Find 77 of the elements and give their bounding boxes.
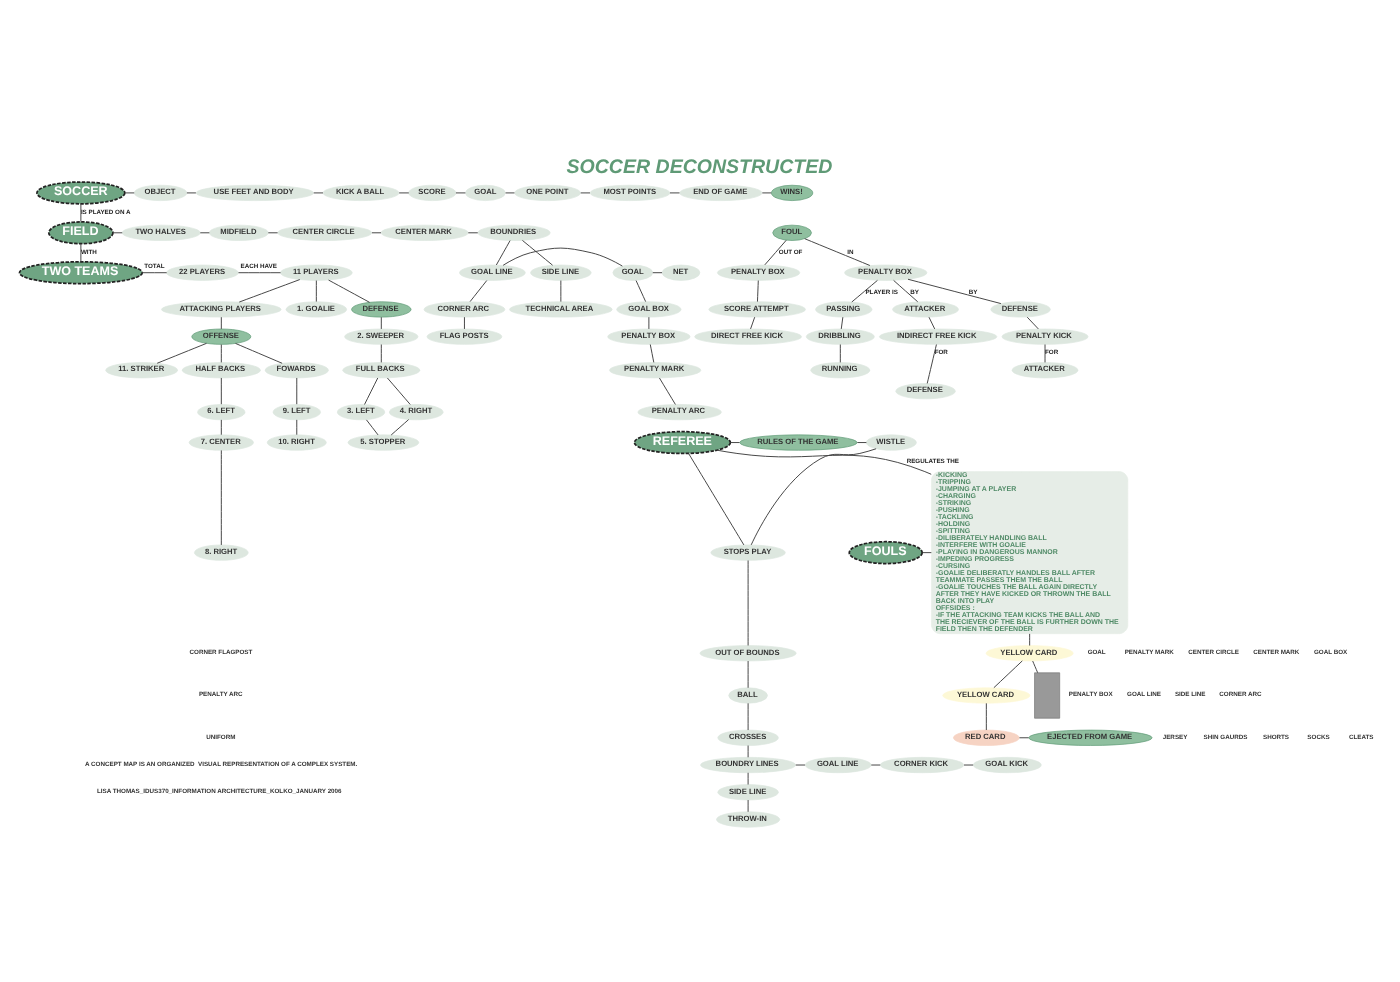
- connector: [386, 377, 411, 405]
- connector: [747, 560, 749, 646]
- connector: [804, 238, 871, 266]
- connector: [238, 272, 281, 274]
- connector: [235, 342, 283, 364]
- connector: [390, 419, 410, 436]
- connector: [463, 316, 465, 330]
- connector: [124, 192, 135, 194]
- connector: [220, 316, 222, 330]
- connector: [1019, 737, 1030, 739]
- connector: [267, 232, 279, 234]
- connector: [750, 448, 877, 546]
- connector: [186, 192, 197, 194]
- connector: [658, 377, 676, 405]
- connector: [141, 272, 168, 274]
- connector: [220, 419, 222, 436]
- connector: [455, 192, 466, 194]
- connector: [380, 344, 382, 363]
- connector: [469, 280, 488, 303]
- connector: [747, 745, 749, 758]
- connector: [313, 192, 324, 194]
- connector: [648, 316, 650, 330]
- connector: [652, 272, 663, 274]
- node-person: [1034, 672, 1061, 719]
- connector: [467, 232, 479, 234]
- connector: [756, 280, 759, 303]
- connector: [747, 772, 749, 785]
- connector: [560, 280, 562, 303]
- connector: [761, 192, 772, 194]
- connector: [747, 799, 749, 813]
- connector: [521, 239, 554, 266]
- connector: [635, 280, 647, 303]
- connector: [669, 192, 680, 194]
- connector: [296, 419, 298, 436]
- connector: [315, 280, 317, 303]
- connector: [80, 203, 82, 223]
- connector: [747, 702, 749, 731]
- connector: [365, 419, 379, 436]
- connector: [750, 316, 756, 330]
- connector: [495, 240, 511, 266]
- connector: [928, 316, 936, 330]
- connector: [851, 279, 878, 303]
- connector: [220, 377, 222, 405]
- connector: [220, 344, 222, 363]
- connector: [907, 278, 1002, 305]
- connector: [993, 660, 1023, 689]
- connector: [840, 316, 844, 330]
- connector: [398, 192, 410, 194]
- connector: [580, 192, 591, 194]
- connector: [296, 377, 298, 405]
- connector: [328, 279, 371, 303]
- connector: [502, 247, 623, 267]
- connector: [220, 449, 222, 546]
- connector: [112, 232, 123, 234]
- connector: [380, 316, 382, 330]
- connector: [649, 344, 655, 363]
- connector: [1026, 316, 1039, 330]
- connector: [371, 232, 382, 234]
- connector: [839, 344, 841, 363]
- connector: [238, 279, 301, 303]
- connector: [926, 344, 937, 384]
- diagram-title: SOCCER DECONSTRUCTED: [566, 156, 833, 179]
- connector: [364, 377, 379, 405]
- connector: [1029, 633, 1031, 647]
- connector: [893, 279, 919, 303]
- connector: [1032, 660, 1039, 674]
- connector: [764, 239, 787, 266]
- connector: [729, 442, 740, 444]
- connector: [985, 702, 987, 731]
- connector: [80, 243, 82, 263]
- connector: [716, 449, 932, 475]
- connector: [856, 442, 867, 444]
- connector: [199, 232, 210, 234]
- connector: [156, 342, 207, 364]
- connector: [505, 192, 515, 194]
- connector: [688, 453, 745, 546]
- connector: [747, 660, 749, 689]
